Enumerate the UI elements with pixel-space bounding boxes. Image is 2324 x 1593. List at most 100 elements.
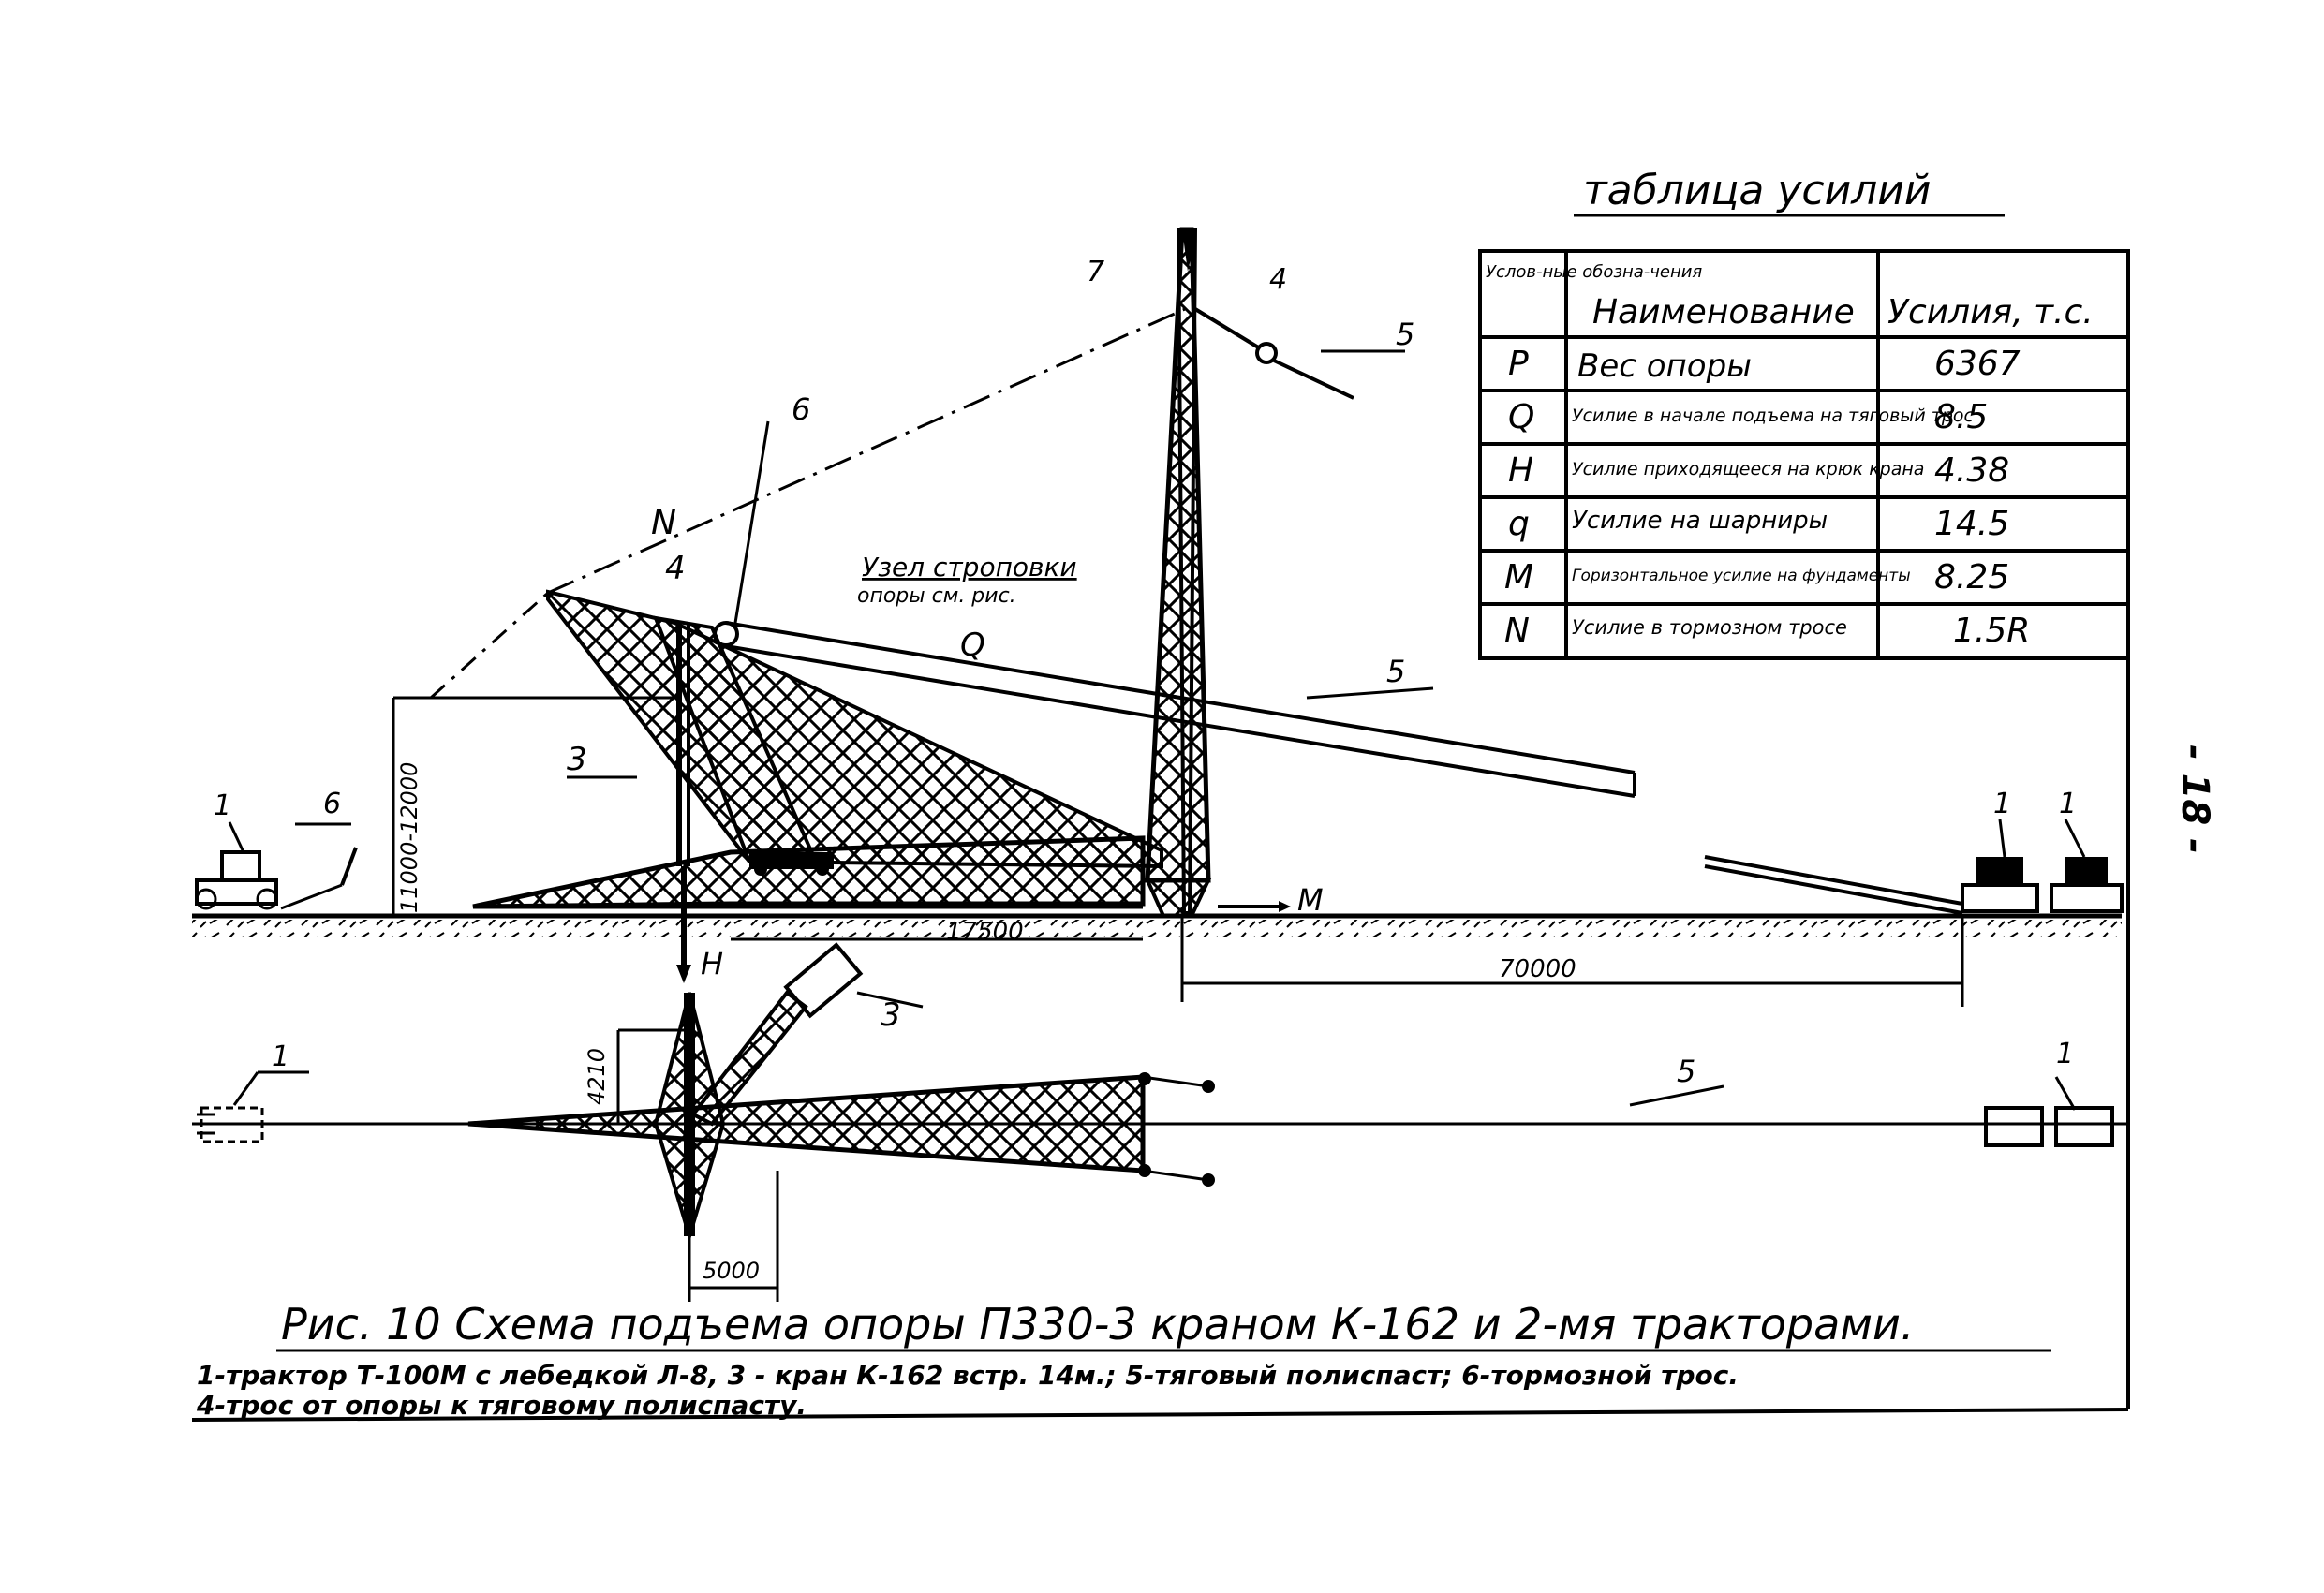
caption-title: Рис. 10 Схема подъема опоры П330-3 крано…: [281, 1299, 1915, 1350]
table-frame: [1478, 249, 2130, 660]
node-callout-title: Узел строповки: [862, 552, 1077, 583]
crane-wheel: [816, 863, 829, 876]
tower-plan-leg: [1142, 1169, 1209, 1182]
crane-body: [749, 852, 834, 869]
tower-peak: [1182, 229, 1197, 272]
leader-line: [856, 991, 924, 1009]
label-polyspast: 5: [1386, 654, 1405, 689]
tractors-right-elevation: [1961, 857, 2124, 913]
label-tractor: 1: [2056, 1038, 2074, 1070]
label-rope-4: 4: [665, 550, 686, 587]
label-crane: 3: [881, 996, 901, 1034]
label-7: 7: [1087, 256, 1104, 288]
table-row-value: 8.5: [1934, 398, 1988, 436]
brake-anchor: [340, 847, 358, 886]
dim-height-label: 11000-12000: [396, 762, 422, 913]
dim-70000-label: 70000: [1499, 955, 1576, 983]
table-row-symbol: M: [1504, 558, 1533, 597]
table-row-value: 8.25: [1934, 558, 2009, 597]
force-table: таблица усилий Услов-ные обозна-чения На…: [1478, 167, 2130, 660]
leader-line: [1306, 686, 1434, 700]
table-row-symbol: Q: [1508, 398, 1534, 436]
crane-wheel: [754, 863, 767, 876]
foundation-point: [1138, 1072, 1151, 1085]
brake-rope-lower: [429, 591, 550, 700]
force-M-label: M: [1297, 882, 1324, 918]
label-Q: Q: [960, 627, 985, 664]
elevation-view: 11000-12000 H M 17500 70000: [192, 227, 2124, 1007]
leader-line: [2054, 1076, 2077, 1111]
leader-line: [228, 821, 245, 853]
label-rope-4: 4: [1269, 263, 1287, 296]
label-tractor: 1: [272, 1040, 289, 1073]
table-row-symbol: q: [1508, 505, 1530, 543]
crane-boom-lower: [546, 589, 1163, 869]
table-title: таблица усилий: [1583, 167, 1932, 214]
label-tractor: 1: [2059, 788, 2077, 820]
rope-5-top: [1273, 359, 1354, 400]
crossarm-plan-lattice: [653, 992, 726, 1243]
dim-5000-label: 5000: [703, 1258, 760, 1284]
table-row-symbol: N: [1504, 612, 1530, 650]
node-callout-sub: опоры см. рис.: [857, 584, 1016, 608]
table-row-value: 14.5: [1934, 505, 2009, 543]
label-crane: 3: [567, 741, 587, 778]
brake-rope-N: [547, 307, 1186, 595]
foundation-point: [1138, 1164, 1151, 1177]
table-header-symbol: Услов-ные обозна-чения: [1486, 262, 1702, 282]
table-row-symbol: H: [1508, 451, 1533, 490]
brake-rope-ground: [280, 883, 343, 910]
leader-line: [1629, 1084, 1724, 1107]
frame-bottom-line: [191, 1408, 2129, 1422]
leader-line: [1998, 819, 2006, 858]
traction-rope-Q: [725, 644, 1636, 798]
label-polyspast: 5: [1396, 317, 1414, 352]
tower-base: [1144, 878, 1212, 918]
table-row-value: 6367: [1934, 345, 2021, 383]
tower-plan-leg: [1142, 1075, 1209, 1088]
tractor-left-plan: [197, 1106, 264, 1143]
leader-line: [2064, 819, 2086, 858]
top-pulley: [1255, 342, 1278, 364]
page-number: - 18 -: [2173, 745, 2216, 854]
table-row-name: Усилие в тормозном тросе: [1572, 616, 1847, 639]
table-row-name: Усилие на шарниры: [1572, 507, 1828, 535]
caption-legend-1: 1-трактор Т-100М с лебедкой Л-8, 3 - кра…: [197, 1360, 1739, 1391]
dim-17500-label: 17500: [946, 918, 1024, 946]
dim-4210-label: 4210: [584, 1048, 610, 1105]
force-M-arrowhead: [1279, 901, 1291, 912]
table-row-symbol: P: [1508, 345, 1529, 383]
table-row-name: Вес опоры: [1577, 347, 1752, 385]
label-brake-rope: 6: [323, 788, 341, 820]
table-header-value: Усилия, т.с.: [1887, 293, 2094, 332]
table-row-name: Усилие приходящееся на крюк крана: [1572, 459, 1924, 479]
foundation-point: [1202, 1173, 1215, 1187]
label-tractor: 1: [214, 789, 231, 822]
ground-hatch: [192, 920, 2122, 937]
crane-plan-boom: [689, 990, 808, 1127]
label-polyspast: 5: [1677, 1054, 1695, 1089]
rope-4-top: [1193, 307, 1262, 350]
table-row-name: Усилие в начале подъема на тяговый трос: [1572, 406, 1975, 426]
label-brake-rope: 6: [792, 391, 810, 427]
tractor-right-plan: [1984, 1106, 2114, 1147]
crane-plan-body: [783, 942, 864, 1019]
plan-view: 3 4210 5000 1 1 5: [192, 942, 2126, 1302]
table-row-value: 4.38: [1934, 451, 2009, 490]
foundation-point: [1202, 1080, 1215, 1093]
table-row-name: Горизонтальное усилие на фундаменты: [1572, 567, 1911, 585]
leader-line: [733, 420, 770, 624]
force-H-label: H: [701, 946, 723, 981]
leader-line: [232, 1071, 259, 1106]
traction-rope-tail: [1704, 864, 1963, 915]
tractor-left-elevation: [195, 850, 278, 910]
force-H-arrowhead: [676, 965, 691, 983]
label-tractor: 1: [1993, 788, 2011, 820]
tower-plan: [467, 1074, 1146, 1173]
table-row-value: 1.5R: [1953, 612, 2030, 650]
figure-caption: Рис. 10 Схема подъема опоры П330-3 крано…: [191, 1299, 2129, 1422]
label-N: N: [651, 504, 676, 542]
traction-rope-Q: [725, 621, 1636, 774]
pulley-block: [713, 621, 739, 647]
